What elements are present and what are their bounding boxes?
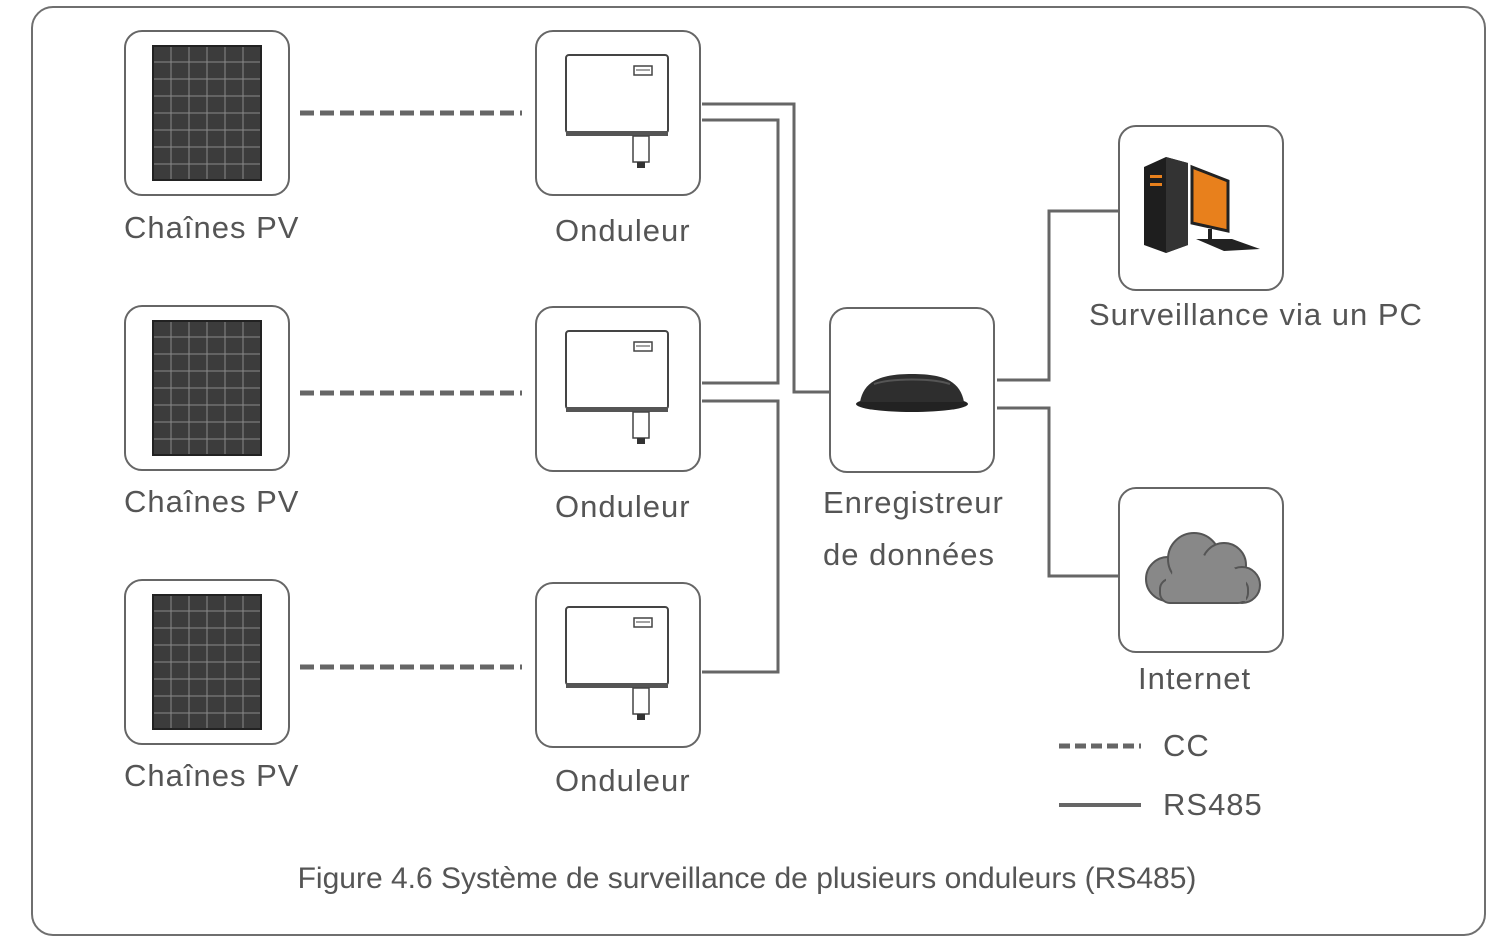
inverter-icon — [565, 330, 669, 444]
inverter-label-1: Onduleur — [555, 213, 691, 248]
desktop-pc-icon — [1144, 157, 1260, 253]
data-logger-box — [829, 307, 995, 473]
internet-box — [1118, 487, 1284, 653]
solar-panel-icon — [152, 320, 262, 456]
rs485-inv1-to-inv2 — [702, 118, 780, 385]
inverter-icon — [565, 54, 669, 168]
rs485-logger-to-pc — [997, 209, 1118, 382]
rs485-inv1-to-logger — [702, 102, 829, 394]
inverter-label-2: Onduleur — [555, 489, 691, 524]
pc-monitoring-label: Surveillance via un PC — [1089, 297, 1423, 332]
cloud-icon — [1145, 532, 1261, 604]
legend-rs485-label: RS485 — [1163, 787, 1263, 822]
rs485-logger-to-internet — [997, 406, 1118, 578]
figure-caption: Figure 4.6 Système de surveillance de pl… — [297, 862, 1197, 895]
pc-monitoring-box — [1118, 125, 1284, 291]
solar-panel-icon — [152, 45, 262, 181]
pv-string-box-2 — [124, 305, 290, 471]
data-logger-label-line1: Enregistreur — [823, 485, 1004, 520]
legend-dc-label: CC — [1163, 728, 1210, 763]
pv-string-label-1: Chaînes PV — [124, 210, 300, 245]
pv-string-label-3: Chaînes PV — [124, 758, 300, 793]
rs485-inv2-to-inv3 — [702, 399, 780, 674]
inverter-box-1 — [535, 30, 701, 196]
data-logger-label-line2: de données — [823, 537, 996, 572]
router-icon — [856, 374, 968, 412]
solar-panel-icon — [152, 594, 262, 730]
inverter-icon — [565, 606, 669, 720]
inverter-box-2 — [535, 306, 701, 472]
pv-string-label-2: Chaînes PV — [124, 484, 300, 519]
inverter-label-3: Onduleur — [555, 763, 691, 798]
pv-string-box-1 — [124, 30, 290, 196]
internet-label: Internet — [1138, 661, 1252, 696]
inverter-box-3 — [535, 582, 701, 748]
pv-string-box-3 — [124, 579, 290, 745]
